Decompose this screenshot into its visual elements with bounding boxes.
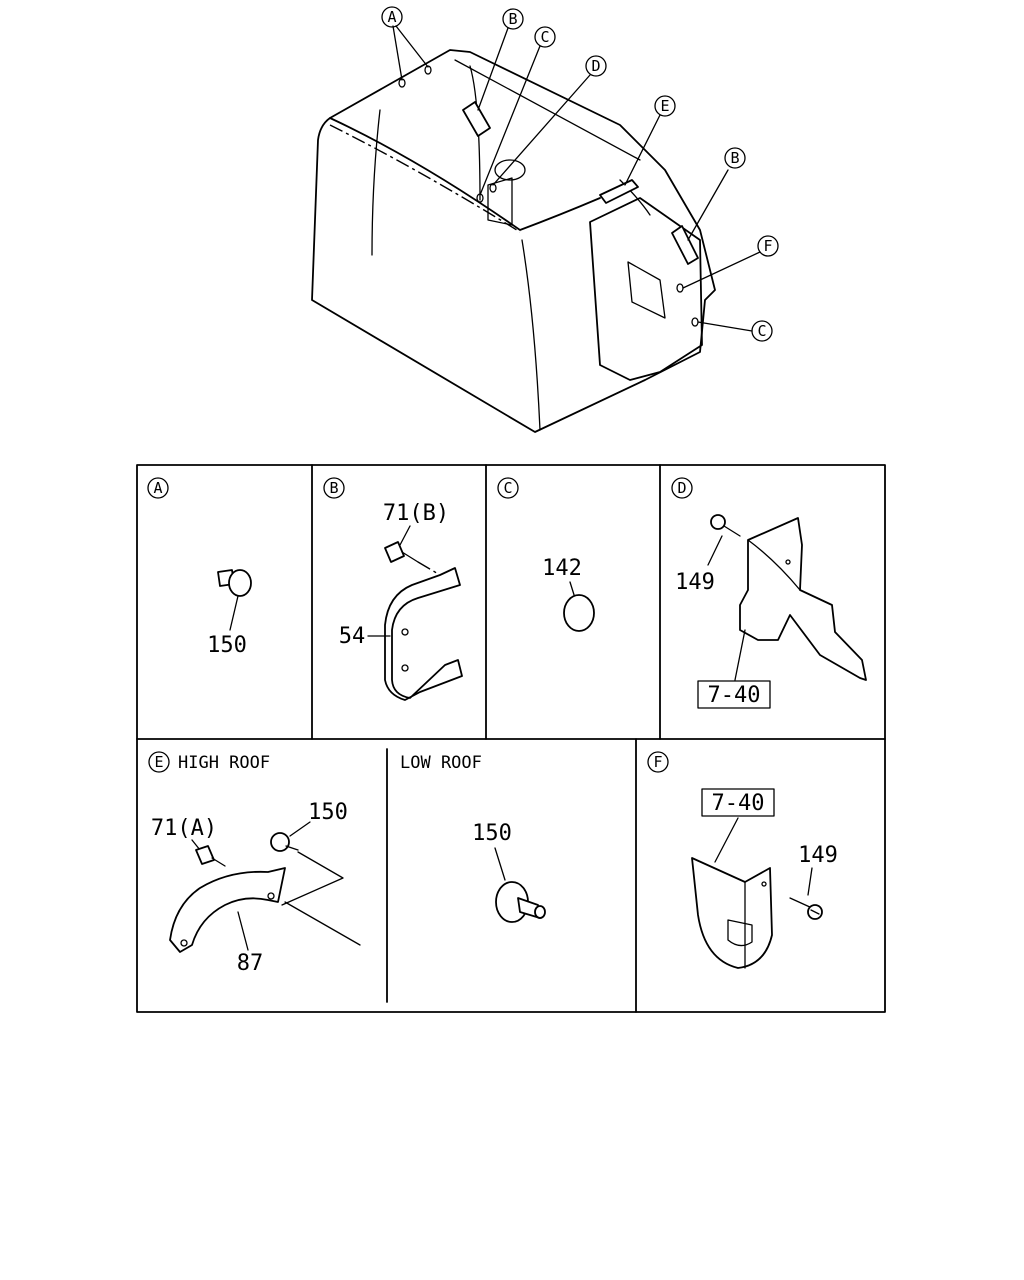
callout-c-right: C — [751, 320, 773, 342]
panel-f-letter: F — [653, 753, 662, 771]
ref-7-40-f: 7-40 — [712, 791, 765, 816]
panel-a: A 150 — [147, 477, 252, 658]
panel-e-letter: E — [154, 753, 163, 771]
panel-b: B 71(B) 54 — [323, 477, 463, 701]
screw-71a-label: 71(A) — [151, 816, 217, 841]
panel-e-low-roof: LOW ROOF 150 — [400, 753, 546, 923]
clip-150-low-drawing — [495, 881, 546, 923]
ref-7-40-d: 7-40 — [708, 683, 761, 708]
panel-b-letter: B — [329, 479, 338, 497]
callout-b-top: B — [502, 8, 524, 30]
callout-e: E — [654, 95, 676, 117]
screw-71b-drawing — [384, 541, 441, 576]
svg-text:F: F — [763, 237, 772, 255]
plug-142-drawing — [563, 594, 595, 632]
cab-overview-drawing — [311, 25, 761, 433]
panel-c-letter: C — [503, 479, 512, 497]
panel-a-letter: A — [153, 479, 162, 497]
plug-142-label: 142 — [542, 556, 582, 581]
panel-f: F 7-40 149 — [647, 751, 838, 969]
svg-text:A: A — [387, 8, 396, 26]
callout-b-right: B — [724, 147, 746, 169]
handle-54-drawing — [384, 567, 463, 701]
panel-d-letter: D — [677, 479, 686, 497]
callout-a: A — [381, 6, 403, 28]
handle-87-drawing — [169, 867, 361, 953]
trim-panel-f-drawing — [691, 857, 773, 969]
part-150-label: 150 — [207, 633, 247, 658]
callout-f: F — [757, 235, 779, 257]
svg-text:C: C — [757, 322, 766, 340]
high-roof-title: HIGH ROOF — [178, 753, 270, 773]
callout-d: D — [585, 55, 607, 77]
panel-d: D 149 7-40 — [671, 477, 867, 709]
panel-c: C 142 — [497, 477, 595, 632]
screw-149-f-drawing — [789, 897, 823, 920]
svg-text:C: C — [540, 28, 549, 46]
trim-panel-d-drawing — [739, 517, 867, 681]
clip-150-drawing — [217, 569, 252, 597]
svg-text:E: E — [660, 97, 669, 115]
callout-c-top: C — [534, 26, 556, 48]
clip-150-high-drawing — [270, 832, 344, 906]
clip-150-low-label: 150 — [472, 821, 512, 846]
handle-87-label: 87 — [237, 951, 264, 976]
screw-71a-drawing — [195, 845, 226, 867]
detail-grid — [136, 464, 886, 1013]
svg-text:B: B — [730, 149, 739, 167]
screw-71b-label: 71(B) — [383, 501, 449, 526]
low-roof-title: LOW ROOF — [400, 753, 482, 773]
clip-150-high-label: 150 — [308, 800, 348, 825]
screw-149-label: 149 — [675, 570, 715, 595]
handle-54-label: 54 — [339, 624, 366, 649]
screw-149-f-label: 149 — [798, 843, 838, 868]
screw-149-drawing — [710, 514, 741, 537]
svg-text:B: B — [508, 10, 517, 28]
svg-text:D: D — [591, 57, 600, 75]
panel-e-high-roof: E HIGH ROOF 71(A) 150 87 — [148, 751, 361, 976]
